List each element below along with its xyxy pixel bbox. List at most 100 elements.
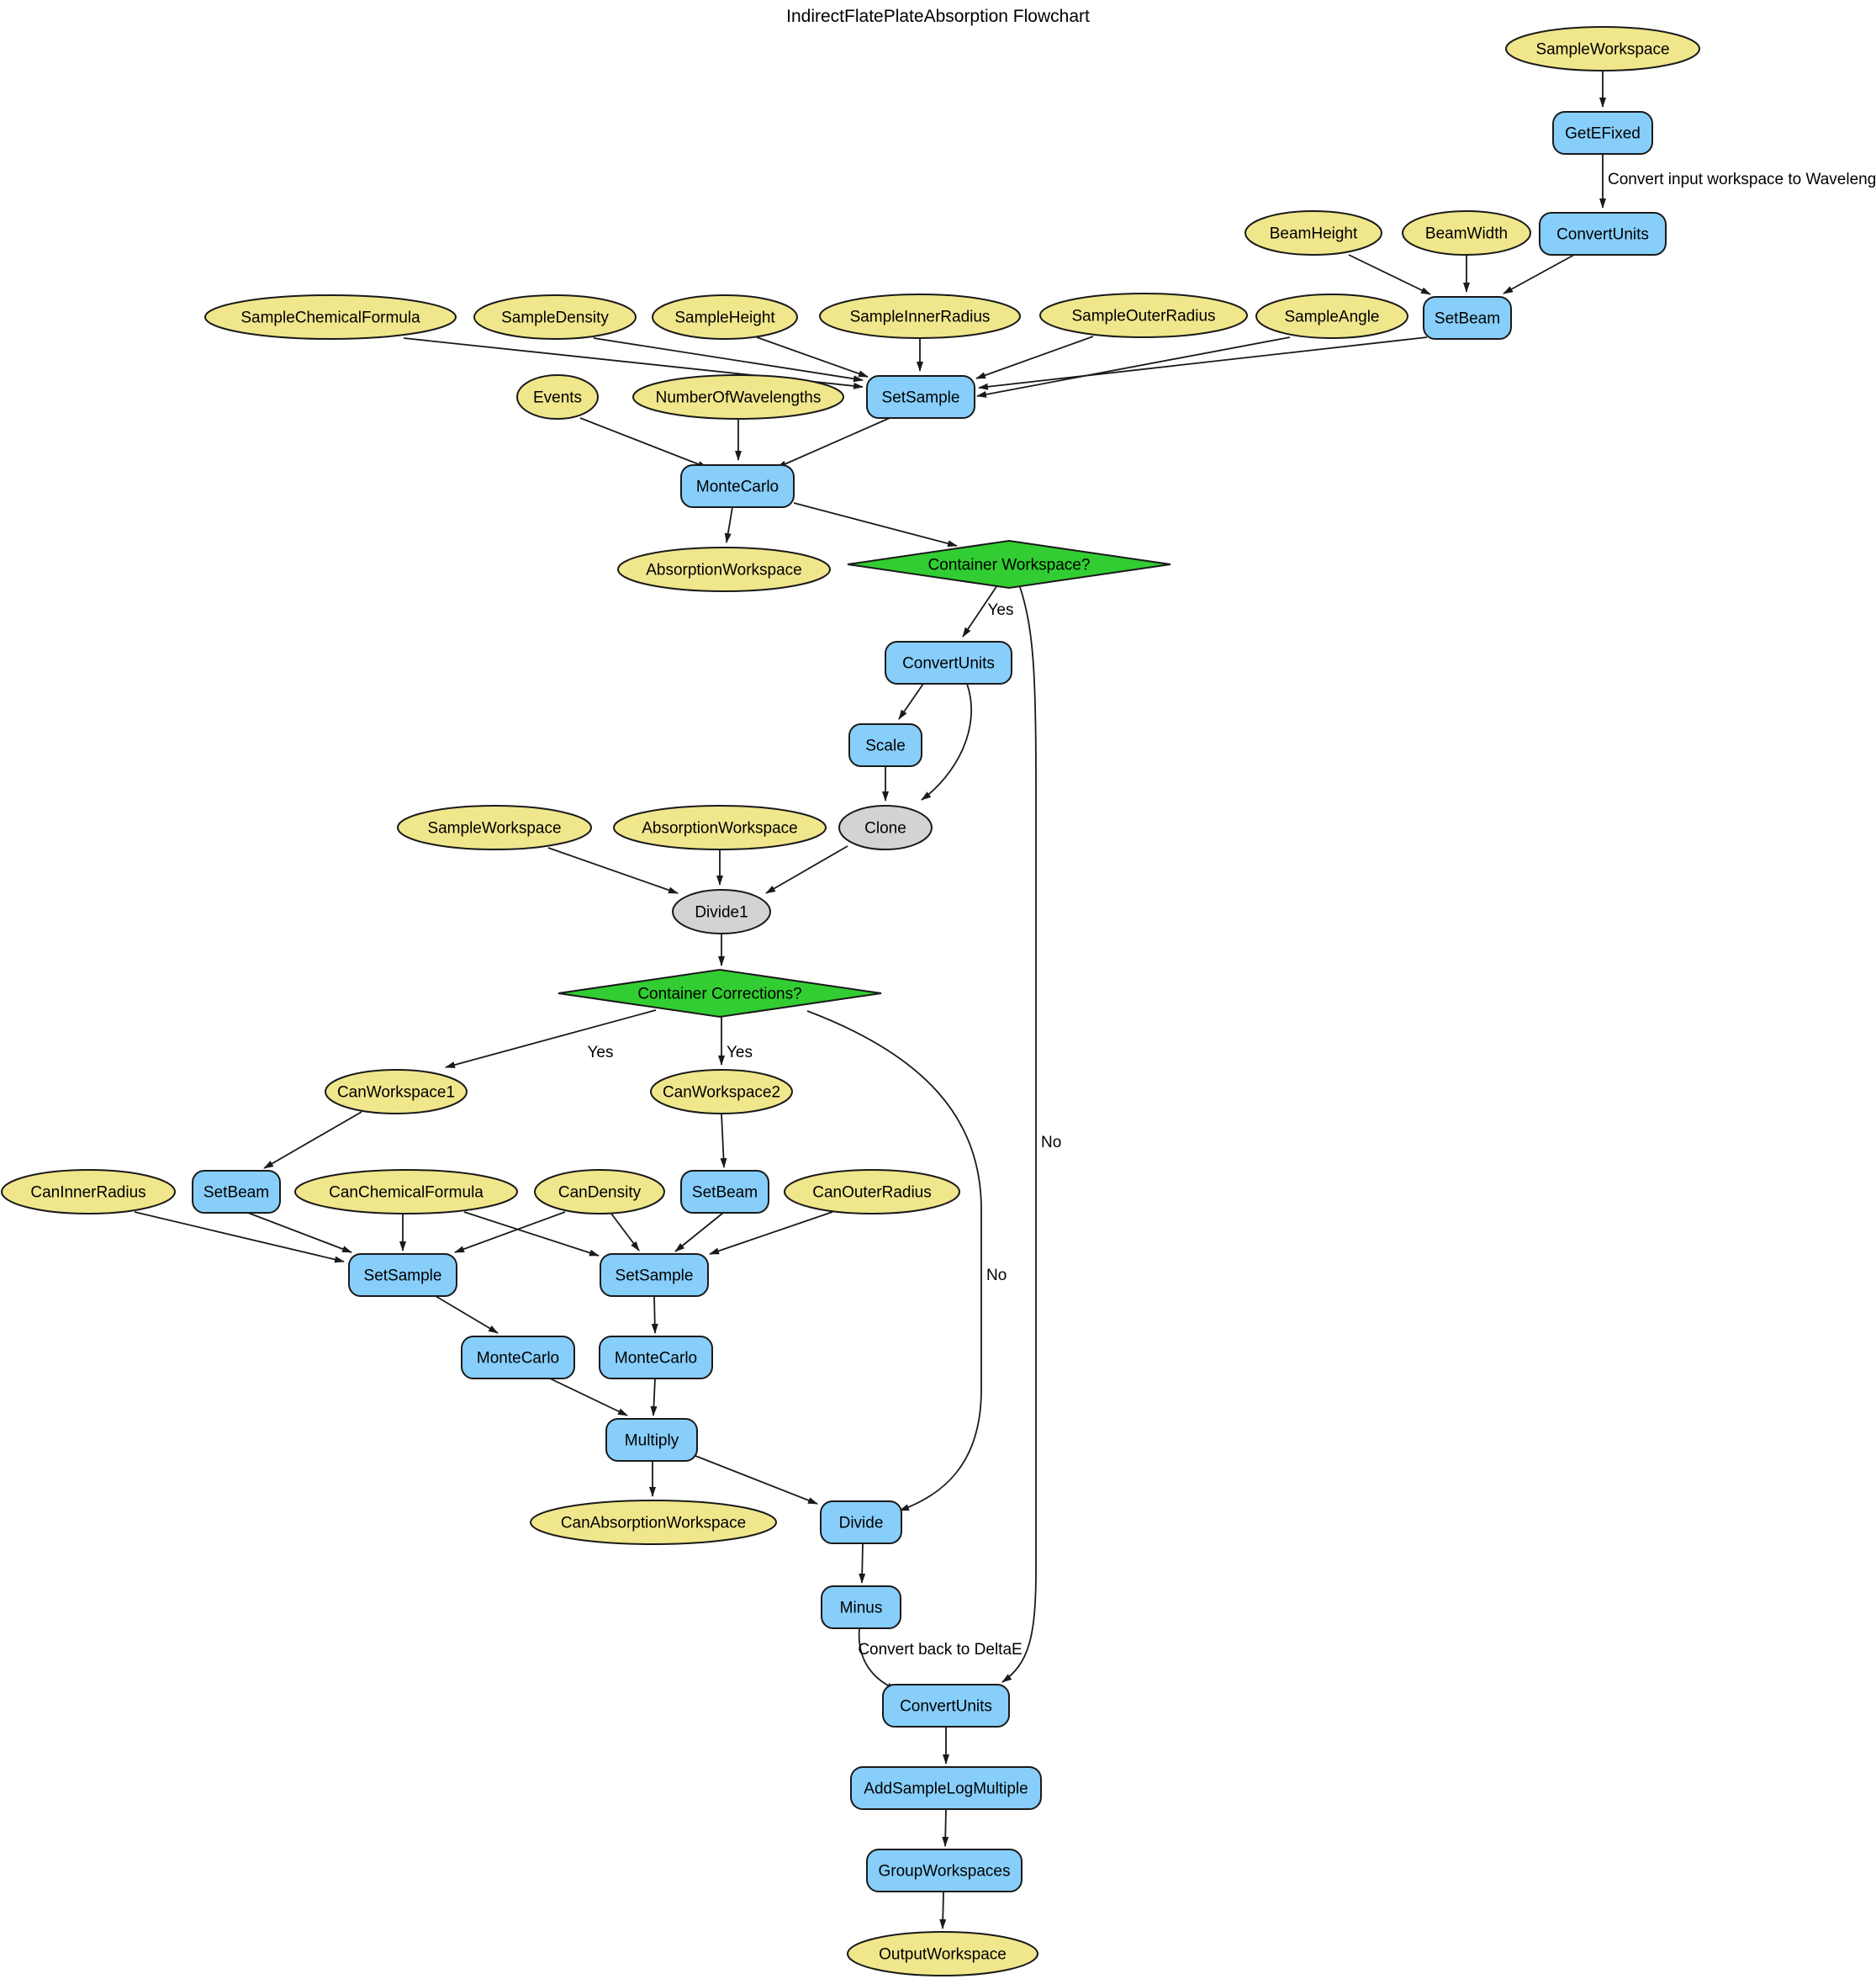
scale-shape: [848, 723, 922, 767]
edge-sample-density-to-set-sample-top: [593, 337, 864, 383]
clone-node: Clone: [838, 805, 933, 850]
divide-shape: [820, 1500, 902, 1544]
edge-line: [463, 1211, 600, 1257]
can-inner-radius-node: CanInnerRadius: [1, 1169, 176, 1214]
edge-sample-angle-to-set-sample-top: [976, 336, 1291, 398]
edge-line: [756, 336, 869, 378]
set-sample-top-label: SetSample: [882, 389, 960, 407]
edge-get-efixed-to-convert-units-1: Convert input workspace to Wavelength: [1599, 154, 1876, 209]
can-density-label: CanDensity: [558, 1184, 642, 1202]
edge-set-sample-l-to-monte-carlo-l: [435, 1295, 499, 1334]
edge-line: [674, 1212, 724, 1252]
edge-add-sample-log-multiple-to-group-workspaces: [942, 1808, 949, 1847]
convert-units-3-label: ConvertUnits: [900, 1698, 992, 1716]
edge-line: [1001, 584, 1037, 1683]
convert-units-1-label: ConvertUnits: [1556, 226, 1649, 244]
edge-events-to-monte-carlo-top: [579, 417, 708, 468]
events-label: Events: [533, 389, 582, 407]
container-corrections-q-shape: [558, 968, 882, 1019]
edge-can-chemical-formula-to-set-sample-r: [463, 1211, 600, 1257]
convert-units-1-node: ConvertUnits: [1539, 212, 1667, 256]
monte-carlo-top-shape: [680, 464, 795, 508]
absorption-workspace-1-node: AbsorptionWorkspace: [617, 547, 831, 592]
group-workspaces-shape: [866, 1849, 1023, 1892]
sample-chemical-formula-shape: [204, 294, 457, 340]
monte-carlo-r-node: MonteCarlo: [599, 1336, 713, 1379]
add-sample-log-multiple-shape: [850, 1766, 1042, 1810]
edge-beam-height-to-set-beam-top: [1348, 254, 1431, 295]
edge-line: [942, 1808, 949, 1847]
container-workspace-q-label: Container Workspace?: [928, 557, 1091, 574]
events-shape: [516, 374, 599, 420]
minus-shape: [821, 1585, 901, 1629]
set-beam-top-label: SetBeam: [1435, 310, 1500, 328]
sample-workspace-2-label: SampleWorkspace: [427, 820, 561, 838]
scale-node: Scale: [848, 723, 922, 767]
minus-label: Minus: [840, 1600, 883, 1617]
can-workspace-1-shape: [325, 1069, 468, 1114]
can-absorption-workspace-shape: [530, 1500, 777, 1545]
edge-can-workspace-2-to-set-beam-2: [720, 1113, 727, 1168]
edge-line: [435, 1295, 499, 1334]
container-corrections-q-node: Container Corrections?: [558, 968, 882, 1019]
absorption-workspace-1-shape: [617, 547, 831, 592]
edge-monte-carlo-l-to-multiply: [549, 1378, 628, 1416]
sample-height-node: SampleHeight: [652, 294, 798, 340]
sample-inner-radius-shape: [819, 294, 1021, 339]
can-workspace-2-shape: [650, 1069, 793, 1114]
edge-container-corrections-q-to-can-workspace-2: Yes: [718, 1017, 753, 1066]
sample-outer-radius-label: SampleOuterRadius: [1071, 308, 1215, 325]
output-workspace-node: OutputWorkspace: [847, 1931, 1038, 1976]
beam-height-node: BeamHeight: [1245, 210, 1382, 256]
edge-sample-height-to-set-sample-top: [756, 336, 869, 378]
monte-carlo-top-label: MonteCarlo: [696, 479, 779, 496]
edge-set-sample-r-to-monte-carlo-r: [651, 1295, 658, 1334]
sample-angle-label: SampleAngle: [1284, 309, 1379, 326]
can-inner-radius-label: CanInnerRadius: [30, 1184, 145, 1202]
can-density-node: CanDensity: [534, 1169, 665, 1214]
edge-line: [776, 417, 890, 468]
sample-workspace-2-shape: [397, 805, 592, 850]
edge-line: [978, 336, 1428, 390]
sample-angle-node: SampleAngle: [1255, 294, 1408, 339]
sample-height-shape: [652, 294, 798, 340]
edge-line: [806, 1010, 982, 1511]
set-sample-l-shape: [348, 1253, 457, 1297]
set-sample-l-label: SetSample: [364, 1267, 442, 1285]
edge-line: [1503, 254, 1575, 294]
edge-can-outer-radius-to-set-sample-r: [709, 1211, 833, 1255]
sample-outer-radius-node: SampleOuterRadius: [1039, 293, 1248, 338]
edge-line: [898, 683, 924, 720]
sample-chemical-formula-node: SampleChemicalFormula: [204, 294, 457, 340]
events-node: Events: [516, 374, 599, 420]
set-sample-r-shape: [600, 1253, 709, 1297]
set-beam-1-label: SetBeam: [203, 1184, 269, 1202]
page-title: IndirectFlatePlateAbsorption Flowchart: [786, 7, 1090, 26]
edge-monte-carlo-r-to-multiply: [650, 1378, 658, 1416]
set-sample-top-node: SetSample: [866, 375, 975, 419]
edge-line: [1348, 254, 1431, 295]
convert-units-2-node: ConvertUnits: [885, 641, 1012, 685]
sample-density-label: SampleDensity: [501, 310, 609, 327]
convert-units-2-shape: [885, 641, 1012, 685]
absorption-workspace-2-shape: [613, 805, 827, 850]
get-efixed-shape: [1552, 111, 1653, 155]
multiply-node: Multiply: [605, 1418, 698, 1462]
set-sample-r-node: SetSample: [600, 1253, 709, 1297]
divide1-label: Divide1: [695, 904, 748, 922]
edge-line: [579, 417, 708, 468]
set-sample-l-node: SetSample: [348, 1253, 457, 1297]
number-of-wavelengths-shape: [632, 374, 844, 420]
absorption-workspace-2-node: AbsorptionWorkspace: [613, 805, 827, 850]
edge-convert-units-2-to-scale: [898, 683, 924, 720]
edge-line: [454, 1211, 566, 1253]
container-corrections-q-label: Container Corrections?: [637, 986, 801, 1003]
can-outer-radius-node: CanOuterRadius: [784, 1169, 960, 1214]
edges-layer: Convert input workspace to WavelengthYes…: [134, 71, 1876, 1929]
edge-clone-to-divide1: [765, 845, 848, 894]
sample-angle-shape: [1255, 294, 1408, 339]
edge-can-inner-radius-to-set-sample-l: [134, 1211, 345, 1263]
group-workspaces-label: GroupWorkspaces: [879, 1863, 1011, 1881]
beam-width-label: BeamWidth: [1425, 225, 1508, 243]
